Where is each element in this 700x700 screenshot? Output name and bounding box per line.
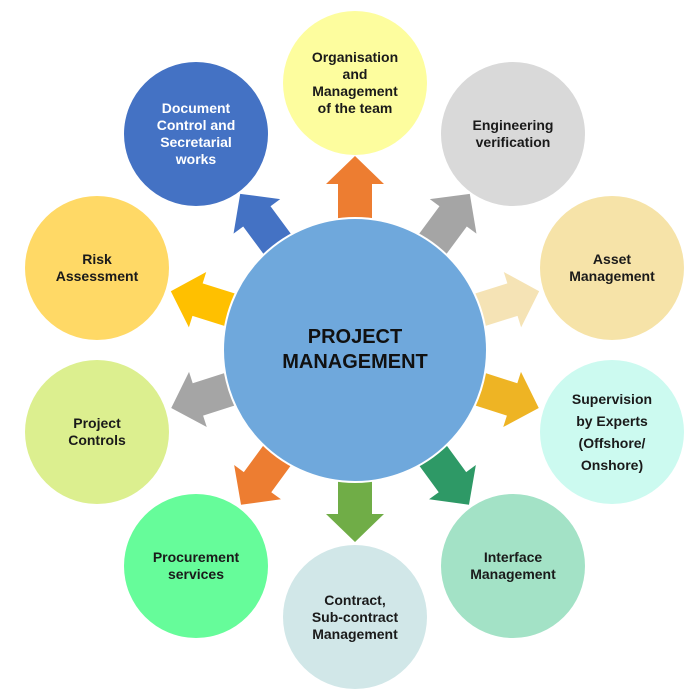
project-management-hub: PROJECT MANAGEMENT <box>222 217 488 483</box>
node-label: Supervision by Experts (Offshore/ Onshor… <box>571 391 653 473</box>
node-risk: Risk Assessment <box>25 196 169 340</box>
node-label: Organisation and Management of the team <box>311 49 399 116</box>
node-label: Asset Management <box>569 251 655 284</box>
node-organisation: Organisation and Management of the team <box>283 11 427 155</box>
node-interface: Interface Management <box>441 494 585 638</box>
node-document-control: Document Control and Secretarial works <box>124 62 268 206</box>
node-label: Interface Management <box>470 549 556 582</box>
node-supervision: Supervision by Experts (Offshore/ Onshor… <box>540 360 684 504</box>
node-label: Project Controls <box>68 415 126 448</box>
node-label: Procurement services <box>152 549 240 582</box>
node-project-controls: Project Controls <box>25 360 169 504</box>
node-contract: Contract, Sub-contract Management <box>283 545 427 689</box>
node-procurement: Procurement services <box>124 494 268 638</box>
node-label: Risk Assessment <box>55 251 139 284</box>
arrow-contract <box>326 464 384 542</box>
node-label: Document Control and Secretarial works <box>156 100 236 167</box>
node-engineering: Engineering verification <box>441 62 585 206</box>
node-label: Contract, Sub-contract Management <box>311 591 399 642</box>
node-label: Engineering verification <box>472 117 554 150</box>
hub-label: PROJECT MANAGEMENT <box>282 326 428 373</box>
arrow-organisation <box>326 156 384 234</box>
node-asset: Asset Management <box>540 196 684 340</box>
